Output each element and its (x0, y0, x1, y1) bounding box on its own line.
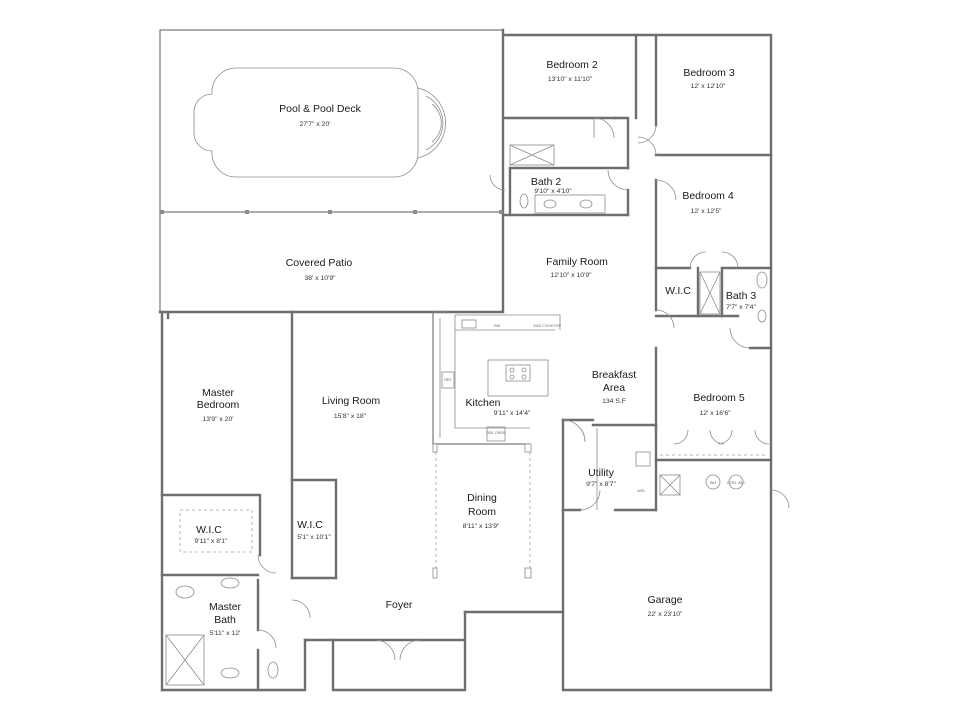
bath3-dim: 7'7" x 7'4" (726, 304, 756, 311)
family-room-name: Family Room (546, 256, 608, 268)
garage-dim: 22' x 23'10" (648, 611, 683, 618)
cooktop-label: GAS COOKTOP (533, 324, 561, 328)
living-wic-name: W.I.C (297, 519, 323, 531)
covered-patio-name: Covered Patio (286, 257, 353, 269)
bedroom2-name: Bedroom 2 (546, 59, 598, 71)
master-bath-name-1: Master (209, 601, 242, 613)
bedroom5-dim: 12' x 16'6" (699, 410, 731, 417)
patio-posts (160, 210, 503, 214)
bedroom3-dim: 12' x 12'10" (691, 83, 726, 90)
breakfast-name-2: Area (603, 382, 625, 394)
oven-label: DBL OVEN (486, 431, 505, 435)
ctrl-label: CTRL VAC (727, 481, 746, 485)
room-labels: Pool & Pool Deck 27'7" x 20' Bedroom 2 1… (195, 59, 757, 637)
dining-dim: 8'11" x 13'9" (463, 523, 500, 530)
ref-label: REF (444, 378, 452, 382)
breakfast-dim: 134 S.F (602, 398, 626, 405)
bedroom3-name: Bedroom 3 (683, 67, 735, 79)
bedroom2-dim: 13'10" x 11'10" (548, 76, 593, 83)
living-room-dim: 15'8" x 18" (334, 413, 367, 420)
master-bath-dim: 5'11" x 12' (210, 630, 241, 637)
foyer-name: Foyer (386, 599, 413, 611)
pool-name: Pool & Pool Deck (279, 103, 361, 115)
pool-dim: 27'7" x 20' (299, 121, 330, 128)
bedroom4-name: Bedroom 4 (682, 190, 734, 202)
master-wic-dim: 9'11" x 8'1" (195, 538, 229, 545)
dw-label: DW (494, 324, 501, 328)
pool (193, 67, 446, 178)
kitchen-name: Kitchen (465, 397, 500, 409)
living-room-name: Living Room (322, 395, 381, 407)
garage-name: Garage (647, 594, 682, 606)
wh-label: WH (710, 481, 717, 485)
bath2-name: Bath 2 (531, 176, 562, 188)
fixture-labels: DW GAS COOKTOP REF DBL OVEN W/D WH CTRL … (444, 324, 745, 493)
covered-patio-dim: 38' x 10'9" (304, 275, 336, 282)
wic-hall-name: W.I.C (665, 285, 691, 297)
kitchen-dim: 9'11" x 14'4" (494, 410, 531, 417)
utility-name: Utility (588, 467, 614, 479)
bath3-name: Bath 3 (726, 290, 757, 302)
living-wic-dim: 5'1" x 10'1" (297, 534, 331, 541)
bath2-dim: 9'10" x 4'10" (534, 188, 572, 195)
breakfast-name-1: Breakfast (592, 369, 636, 381)
wd-label: W/D (637, 489, 645, 493)
master-bath-name-2: Bath (214, 614, 236, 626)
dining-name-1: Dining (467, 492, 497, 504)
bedroom5-name: Bedroom 5 (693, 392, 745, 404)
exterior-walls (158, 28, 773, 692)
door-swings (257, 117, 790, 661)
master-bedroom-name-1: Master (202, 387, 235, 399)
interior-walls (160, 33, 773, 692)
utility-dim: 9'7" x 8'7" (586, 481, 616, 488)
master-wic-name: W.I.C (196, 524, 222, 536)
dining-name-2: Room (468, 506, 496, 518)
cabinetry (165, 144, 768, 686)
bedroom4-dim: 12' x 12'5" (690, 208, 722, 215)
family-room-dim: 12'10" x 10'9" (550, 272, 592, 279)
master-bedroom-name-2: Bedroom (197, 399, 240, 411)
master-bedroom-dim: 13'9" x 20' (202, 416, 233, 423)
